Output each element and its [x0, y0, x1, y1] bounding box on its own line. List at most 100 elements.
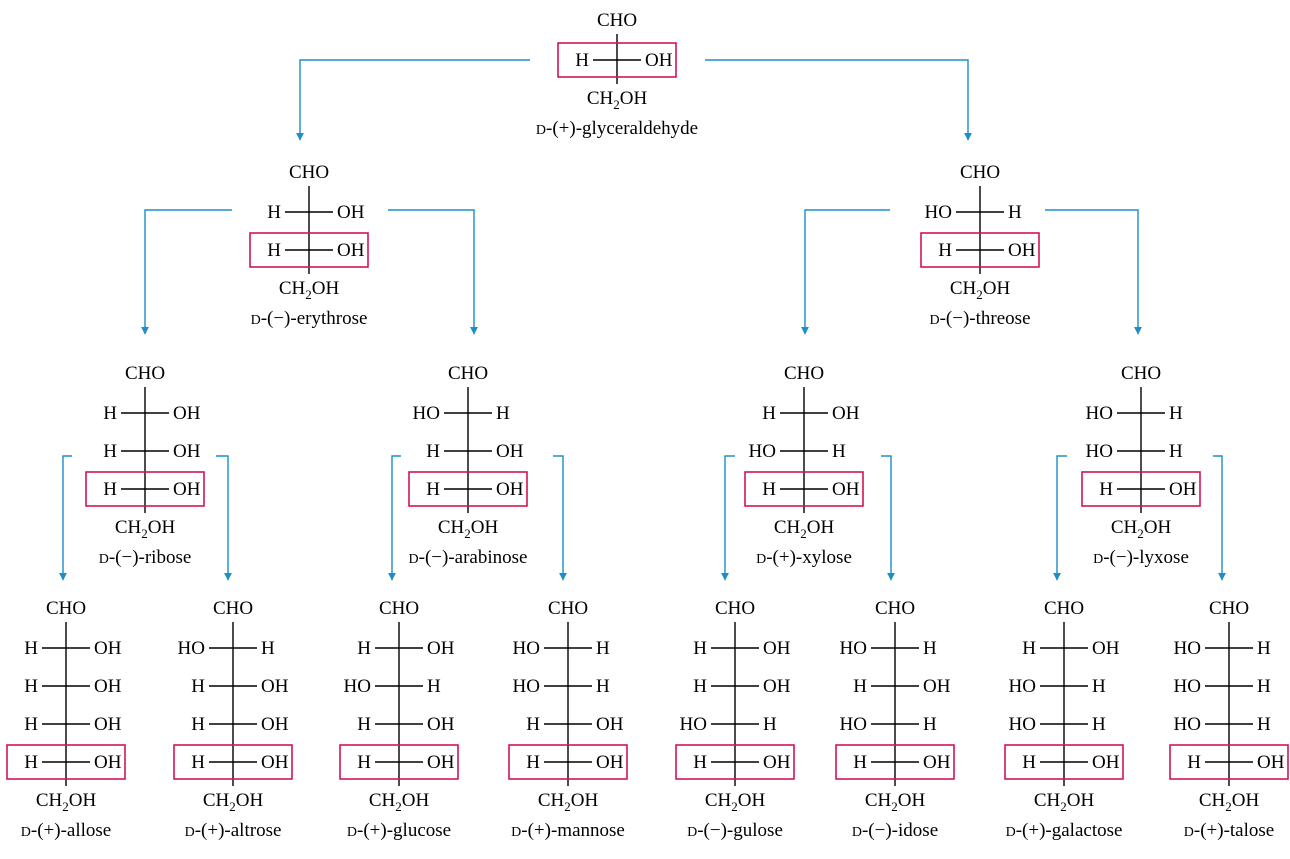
left-substituent: H [357, 638, 371, 659]
right-substituent: OH [496, 479, 524, 500]
highlight-box-penultimate-carbon [508, 744, 628, 780]
right-substituent: OH [496, 441, 524, 462]
highlight-box-penultimate-carbon [339, 744, 459, 780]
left-substituent: H [693, 676, 707, 697]
left-substituent: H [1022, 638, 1036, 659]
left-substituent: HO [413, 403, 440, 424]
hydroxymethyl-label: CH2OH [115, 517, 176, 541]
right-substituent: OH [94, 638, 122, 659]
aldehyde-group-label: CHO [960, 162, 1000, 183]
left-substituent: H [24, 714, 38, 735]
left-substituent: H [24, 676, 38, 697]
hydroxymethyl-label: CH2OH [438, 517, 499, 541]
highlight-box-penultimate-carbon [1004, 744, 1124, 780]
left-substituent: H [1099, 479, 1113, 500]
left-substituent: H [762, 479, 776, 500]
left-substituent: H [191, 752, 205, 773]
sugar-name-glucose: D-(+)-glucose [347, 820, 451, 841]
derivation-arrow [296, 59, 530, 141]
hydroxymethyl-label: CH2OH [705, 790, 766, 814]
hydroxymethyl-label: CH2OH [538, 790, 599, 814]
left-substituent: HO [925, 202, 952, 223]
hydroxymethyl-label: CH2OH [36, 790, 97, 814]
highlight-box-penultimate-carbon [557, 42, 677, 78]
highlight-box-penultimate-carbon [85, 471, 205, 507]
right-substituent: H [1092, 714, 1106, 735]
left-substituent: HO [1009, 714, 1036, 735]
right-substituent: H [923, 714, 937, 735]
left-substituent: H [853, 676, 867, 697]
right-substituent: OH [596, 714, 624, 735]
aldehyde-group-label: CHO [597, 10, 637, 31]
left-substituent: HO [1009, 676, 1036, 697]
right-substituent: H [1169, 441, 1183, 462]
right-substituent: H [596, 638, 610, 659]
sugar-name-threose: D-(−)-threose [929, 308, 1030, 329]
highlight-box-penultimate-carbon [675, 744, 795, 780]
highlight-box-penultimate-carbon [6, 744, 126, 780]
left-substituent: H [526, 752, 540, 773]
derivation-arrow [705, 59, 972, 141]
highlight-box-penultimate-carbon [249, 232, 369, 268]
aldehyde-group-label: CHO [548, 598, 588, 619]
aldehyde-group-label: CHO [1209, 598, 1249, 619]
right-substituent: OH [645, 50, 673, 71]
derivation-arrow [801, 209, 890, 335]
derivation-arrow [553, 455, 567, 581]
left-substituent: H [267, 240, 281, 261]
left-substituent: HO [1174, 638, 1201, 659]
fischer-glyceraldehyde: CHO H OH CH2OH D-(+)-glyceraldehyde [536, 10, 698, 139]
derivation-arrow [388, 209, 478, 335]
left-substituent: HO [749, 441, 776, 462]
sugar-name-mannose: D-(+)-mannose [511, 820, 625, 841]
hydroxymethyl-label: CH2OH [1034, 790, 1095, 814]
derivation-arrow [1053, 455, 1067, 581]
left-substituent: H [191, 714, 205, 735]
right-substituent: OH [261, 752, 289, 773]
right-substituent: H [596, 676, 610, 697]
left-substituent: HO [1174, 714, 1201, 735]
right-substituent: OH [923, 676, 951, 697]
highlight-box-penultimate-carbon [920, 232, 1040, 268]
right-substituent: H [1008, 202, 1022, 223]
sugar-name-erythrose: D-(−)-erythrose [251, 308, 368, 329]
right-substituent: OH [763, 752, 791, 773]
right-substituent: OH [94, 752, 122, 773]
right-substituent: OH [337, 202, 365, 223]
derivation-arrow [1213, 455, 1226, 581]
sugar-name-glyceraldehyde: D-(+)-glyceraldehyde [536, 118, 698, 139]
left-substituent: H [357, 714, 371, 735]
highlight-box-penultimate-carbon [1081, 471, 1201, 507]
derivation-arrow [388, 455, 401, 581]
right-substituent: H [1257, 714, 1271, 735]
derivation-arrow [721, 455, 735, 581]
right-substituent: H [261, 638, 275, 659]
right-substituent: OH [427, 638, 455, 659]
derivation-arrow [59, 455, 72, 581]
left-substituent: H [526, 714, 540, 735]
highlight-box-penultimate-carbon [408, 471, 528, 507]
left-substituent: H [24, 638, 38, 659]
aldehyde-group-label: CHO [784, 363, 824, 384]
hydroxymethyl-label: CH2OH [369, 790, 430, 814]
left-substituent: H [426, 479, 440, 500]
left-substituent: H [357, 752, 371, 773]
right-substituent: OH [173, 479, 201, 500]
left-substituent: HO [840, 638, 867, 659]
left-substituent: H [853, 752, 867, 773]
right-substituent: OH [173, 441, 201, 462]
highlight-box-penultimate-carbon [744, 471, 864, 507]
right-substituent: H [1169, 403, 1183, 424]
aldehyde-group-label: CHO [46, 598, 86, 619]
left-substituent: HO [1174, 676, 1201, 697]
hydroxymethyl-label: CH2OH [865, 790, 926, 814]
left-substituent: H [575, 50, 589, 71]
hydroxymethyl-label: CH2OH [587, 88, 648, 112]
